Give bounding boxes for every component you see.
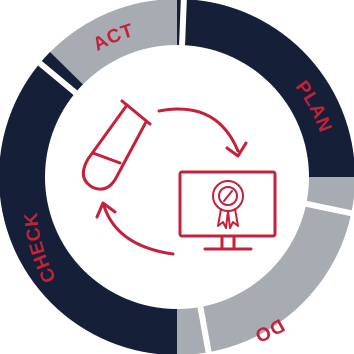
monitor-certificate-icon (178, 170, 277, 251)
inner-disc (45, 45, 309, 309)
cycle-arrow-left-icon (95, 201, 175, 256)
cycle-arrow-right-icon (157, 107, 248, 158)
test-tube-icon (81, 99, 152, 191)
